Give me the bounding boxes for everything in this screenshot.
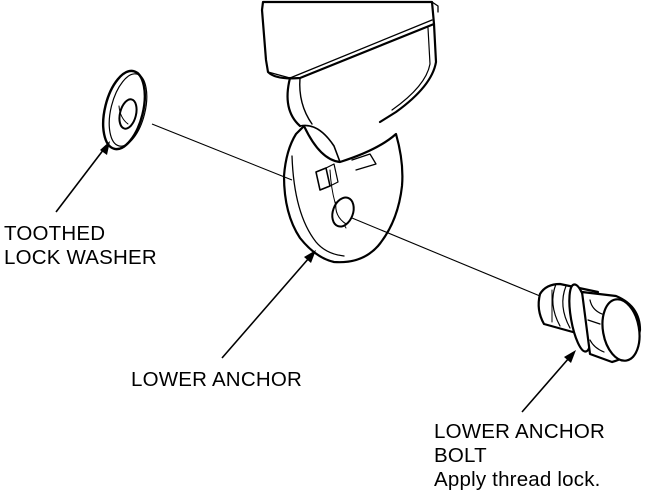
anchor-leader-arrow — [221, 250, 316, 359]
toothed-lock-washer — [101, 69, 148, 151]
label-line: TOOTHED — [4, 222, 106, 245]
washer-leader-arrow — [55, 141, 110, 213]
lower-anchor-label: LOWER ANCHOR — [131, 368, 302, 392]
lower-anchor-bolt — [537, 282, 642, 364]
washer-to-anchor-line — [151, 123, 293, 181]
thread-lock-note: Apply thread lock. — [434, 468, 601, 491]
bolt-leader-arrow — [521, 350, 576, 413]
assembly-center-lines — [151, 123, 541, 297]
label-line: LOWER ANCHOR — [434, 420, 605, 443]
anchor-to-bolt-line — [351, 217, 541, 297]
toothed-lock-washer-label: TOOTHED LOCK WASHER — [4, 222, 157, 270]
label-line: LOCK WASHER — [4, 246, 157, 269]
label-line: LOWER ANCHOR — [131, 368, 302, 391]
lower-anchor-plate — [282, 124, 404, 264]
seat-belt-webbing — [260, 0, 439, 163]
label-line: BOLT — [434, 444, 487, 467]
leader-arrows — [55, 141, 576, 413]
lower-anchor-bolt-label: LOWER ANCHOR BOLT Apply thread lock. — [434, 420, 605, 492]
